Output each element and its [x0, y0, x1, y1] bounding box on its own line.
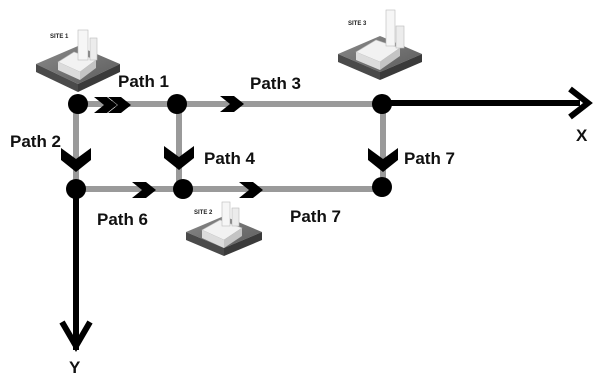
flow-arrows: [61, 96, 398, 198]
site-2-label: SITE 2: [194, 210, 213, 216]
chevron-right-icon: [220, 96, 244, 112]
chevron-down-icon: [368, 148, 398, 172]
site-1-building-icon: SITE 1: [36, 29, 120, 92]
site-1-label: SITE 1: [50, 34, 69, 40]
site-3-label: SITE 3: [348, 21, 367, 27]
path-3-label: Path 3: [250, 74, 301, 93]
path-2-label: Path 2: [10, 132, 61, 151]
output-y-label: Y: [69, 358, 81, 376]
output-x-label: X: [576, 126, 588, 145]
node-path-1-3: [167, 94, 187, 114]
path-7-lower-label: Path 7: [290, 207, 341, 226]
path-4-label: Path 4: [204, 149, 256, 168]
path-1-label: Path 1: [118, 72, 169, 91]
node-site-3: [372, 94, 392, 114]
chevron-right-icon: [108, 97, 131, 113]
junction-nodes: [66, 94, 392, 199]
chevron-down-icon: [164, 146, 194, 170]
output-arrowhead-y: [59, 320, 93, 352]
node-site-1: [68, 94, 88, 114]
node-path-7: [372, 177, 392, 197]
chevron-right-icon: [132, 182, 156, 198]
path-edges: [73, 101, 386, 192]
path-6-label: Path 6: [97, 210, 148, 229]
node-site-2: [173, 179, 193, 199]
chevron-right-icon: [239, 182, 263, 198]
chevron-right-icon: [94, 97, 117, 113]
chevron-down-icon: [61, 148, 91, 172]
path-7-upper-label: Path 7: [404, 149, 455, 168]
node-path-2-6: [66, 179, 86, 199]
output-arrowhead-x: [568, 86, 593, 120]
site-3-building-icon: SITE 3: [338, 9, 422, 80]
site-2-building-icon: SITE 2: [186, 201, 262, 256]
